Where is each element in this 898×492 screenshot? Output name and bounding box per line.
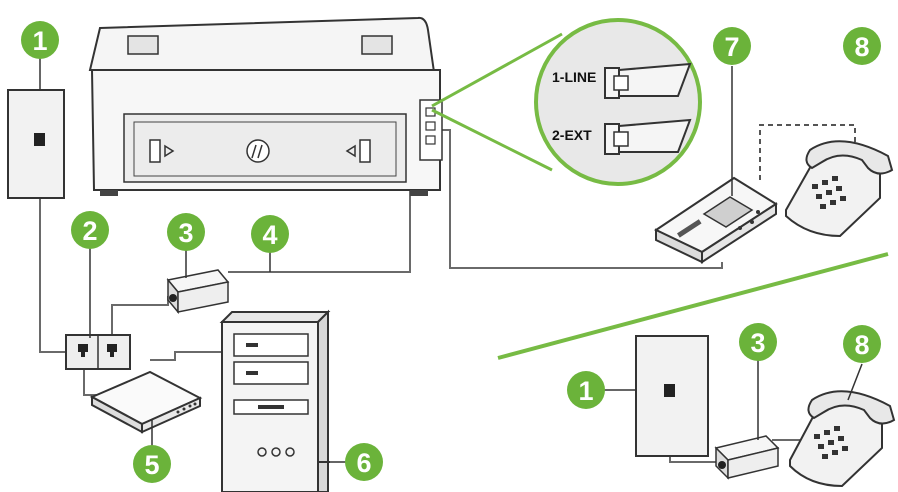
telephone-alt: [789, 390, 896, 488]
svg-text:3: 3: [178, 218, 193, 248]
callout-8-main: 8: [843, 27, 881, 65]
callout-6: 6: [345, 443, 383, 481]
printer: [88, 16, 443, 196]
callout-1-alt: 1: [567, 371, 605, 409]
svg-text:7: 7: [724, 32, 739, 62]
svg-text:2: 2: [82, 216, 97, 246]
svg-text:3: 3: [750, 328, 765, 358]
callout-7: 7: [713, 27, 751, 65]
callout-2: 2: [71, 211, 109, 249]
svg-text:5: 5: [144, 450, 159, 480]
svg-text:1: 1: [32, 26, 47, 56]
dsl-modem: [89, 370, 203, 434]
callout-3-main: 3: [167, 213, 205, 251]
callouts: 1 2 3 4 5 6 7 8: [21, 21, 881, 483]
printer-port-panel: [419, 99, 443, 161]
door-latch-right: [345, 139, 371, 163]
zoom-circle: [534, 18, 702, 186]
port-connector-ext: [604, 118, 692, 155]
callout-3-alt: 3: [739, 323, 777, 361]
svg-text:1: 1: [578, 376, 593, 406]
line-filter-main: [166, 269, 230, 315]
answering-machine: [653, 176, 778, 264]
svg-text:4: 4: [262, 220, 277, 250]
callout-5: 5: [133, 445, 171, 483]
dsl-splitter: [65, 334, 131, 370]
callout-4: 4: [251, 215, 289, 253]
port-label-ext: 2-EXT: [552, 127, 592, 143]
telephone-main: [785, 140, 894, 238]
door-latch-left: [149, 139, 175, 163]
port-zoom-callout: 1-LINE 2-EXT: [431, 18, 702, 186]
wall-jack-main: [7, 89, 65, 199]
printer-logo: [246, 139, 270, 163]
port-label-line: 1-LINE: [552, 69, 596, 85]
line-filter-alt: [714, 435, 780, 480]
port-connector-line: [604, 62, 692, 99]
svg-text:6: 6: [356, 448, 371, 478]
callout-leaders: [39, 58, 863, 463]
svg-text:8: 8: [854, 330, 869, 360]
svg-text:8: 8: [854, 32, 869, 62]
computer-tower: [219, 309, 331, 492]
callout-8-alt: 8: [843, 325, 881, 363]
callout-1-main: 1: [21, 21, 59, 59]
wall-jack-alt: [635, 335, 709, 457]
divider-line: [497, 252, 889, 360]
